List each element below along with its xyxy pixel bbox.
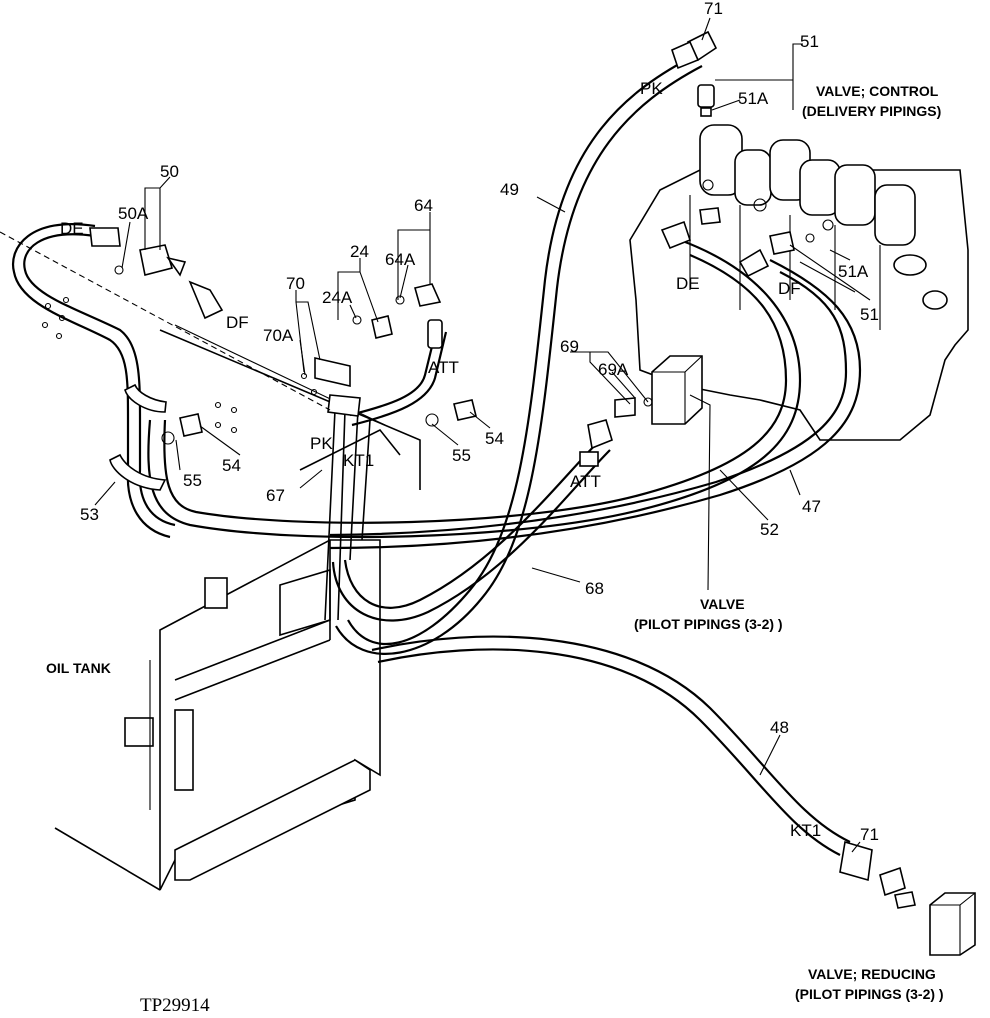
callout-67: 67 xyxy=(266,486,285,505)
pilot-block xyxy=(651,355,703,425)
port-label-de-right: DE xyxy=(676,274,700,293)
bolt-holes xyxy=(41,296,318,434)
callout-24: 24 xyxy=(350,242,369,261)
callout-50: 50 xyxy=(160,162,179,181)
caption-reducing-valve-line2: (PILOT PIPINGS (3-2) ) xyxy=(795,986,944,1002)
callout-numbers: 71 51 51A 49 50 50A 64 64A 24 24A 70 70A… xyxy=(80,0,879,844)
port-label-df-left: DF xyxy=(226,313,249,332)
hose-52 xyxy=(329,259,862,550)
hose-68 xyxy=(331,439,611,622)
callout-69: 69 xyxy=(560,337,579,356)
callout-50a: 50A xyxy=(118,204,149,223)
caption-oil-tank: OIL TANK xyxy=(46,660,111,676)
center-line xyxy=(0,231,331,411)
pipe-bundle xyxy=(159,324,421,621)
callout-51a-top: 51A xyxy=(738,89,769,108)
hose-48 xyxy=(371,635,851,856)
clamp-53 xyxy=(109,383,167,491)
port-label-df-right: DF xyxy=(778,279,801,298)
caption-reducing-valve-line1: VALVE; REDUCING xyxy=(808,966,936,982)
callout-24a: 24A xyxy=(322,288,353,307)
callout-54-left: 54 xyxy=(222,456,241,475)
callout-69a: 69A xyxy=(598,360,629,379)
oil-tank xyxy=(54,539,381,891)
port-label-pk-mid: PK xyxy=(310,434,333,453)
hose-49 xyxy=(335,57,703,655)
callout-53: 53 xyxy=(80,505,99,524)
port-label-kt1-bottom: KT1 xyxy=(790,821,821,840)
port-label-att-right: ATT xyxy=(570,472,601,491)
callout-68: 68 xyxy=(585,579,604,598)
callout-64a: 64A xyxy=(385,250,416,269)
leader-lines xyxy=(94,17,871,853)
caption-control-valve-line2: (DELIVERY PIPINGS) xyxy=(802,103,941,119)
callout-55-mid: 55 xyxy=(452,446,471,465)
callout-51a-right: 51A xyxy=(838,262,869,281)
callout-71-bottom: 71 xyxy=(860,825,879,844)
callout-49: 49 xyxy=(500,180,519,199)
port-labels: PK DE DF ATT PK KT1 DE DF ATT KT1 xyxy=(60,79,821,840)
callout-70: 70 xyxy=(286,274,305,293)
captions: VALVE; CONTROL (DELIVERY PIPINGS) VALVE … xyxy=(46,83,944,1016)
callout-52: 52 xyxy=(760,520,779,539)
callout-71-top: 71 xyxy=(704,0,723,18)
reducing-valve xyxy=(929,892,976,956)
callout-55-left: 55 xyxy=(183,471,202,490)
caption-pilot-valve-line2: (PILOT PIPINGS (3-2) ) xyxy=(634,616,783,632)
caption-pilot-valve-line1: VALVE xyxy=(700,596,745,612)
pipe-att xyxy=(349,329,448,427)
hose-47 xyxy=(147,238,802,539)
port-label-pk-top: PK xyxy=(640,79,663,98)
callout-48: 48 xyxy=(770,718,789,737)
figure-id: TP29914 xyxy=(140,995,210,1016)
port-label-kt1-mid: KT1 xyxy=(343,451,374,470)
control-valve-block xyxy=(629,124,969,441)
callout-64: 64 xyxy=(414,196,433,215)
callout-70a: 70A xyxy=(263,326,294,345)
fittings xyxy=(89,30,916,909)
port-label-de-left: DE xyxy=(60,219,84,238)
caption-control-valve-line1: VALVE; CONTROL xyxy=(816,83,939,99)
callout-54-mid: 54 xyxy=(485,429,504,448)
port-label-att-left: ATT xyxy=(428,358,459,377)
callout-51-top: 51 xyxy=(800,32,819,51)
callout-51-right: 51 xyxy=(860,305,879,324)
callout-47: 47 xyxy=(802,497,821,516)
